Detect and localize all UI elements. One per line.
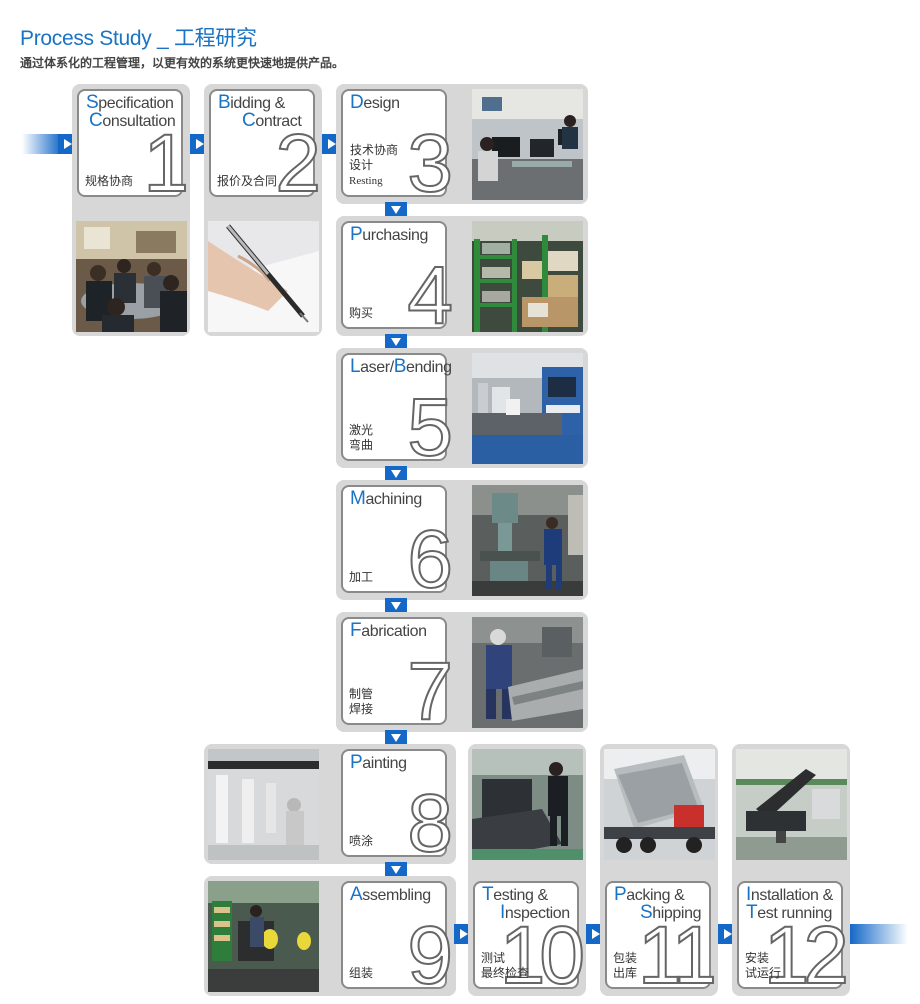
step-number: 8: [406, 778, 454, 869]
arrow-down-icon: [385, 730, 407, 746]
step-title: Fabrication: [350, 620, 427, 641]
step-cn-label: 喷涂: [349, 834, 374, 848]
step-title: Assembling: [350, 884, 431, 905]
step-title: Laser/Bending: [350, 356, 452, 377]
painting-booth-photo: [208, 749, 319, 860]
step-title: Installation &Test running: [746, 884, 833, 923]
office-meeting-photo: [76, 221, 187, 332]
milling-machine-photo: [472, 485, 583, 596]
step-title: Packing &Shipping: [614, 884, 702, 923]
step-number: 12: [763, 910, 850, 1001]
step-number: 5: [406, 382, 454, 473]
step-9-card[interactable]: 9 Assembling 组装: [341, 881, 454, 998]
laser-cutting-machine-photo: [472, 353, 583, 464]
step-number: 3: [406, 118, 454, 209]
step-cn-label: 安装试运行: [745, 951, 782, 980]
arrow-down-icon: [385, 202, 407, 218]
arrow-right-icon: [586, 924, 604, 944]
entry-arrow-tail: [22, 134, 62, 154]
step-cn-label: 制管焊接: [349, 687, 374, 716]
arrow-down-icon: [385, 334, 407, 350]
step-5-card[interactable]: 5 Laser/Bending 激光弯曲: [341, 353, 454, 470]
step-cn-label: 包装出库: [613, 951, 638, 980]
step-cn-label: 测试最终检查: [481, 951, 530, 980]
step-number: 11: [637, 910, 718, 1001]
step-title: Machining: [350, 488, 422, 509]
arrow-right-icon: [58, 134, 76, 154]
step-10-card[interactable]: 10 Testing &Inspection 测试最终检查: [473, 881, 586, 998]
arrow-down-icon: [385, 598, 407, 614]
step-title: Purchasing: [350, 224, 429, 245]
step-number: 7: [406, 646, 454, 737]
step-title: Painting: [350, 752, 407, 773]
arrow-right-icon: [190, 134, 208, 154]
step-cn-label: 加工: [349, 570, 374, 584]
step-2-card[interactable]: 2 Bidding &Contract 报价及合同: [209, 89, 322, 206]
welding-worker-photo: [472, 617, 583, 728]
shipping-truck-photo: [604, 749, 715, 860]
step-title: Bidding &Contract: [218, 92, 302, 131]
step-7-card[interactable]: 7 Fabrication 制管焊接: [341, 617, 454, 734]
page-title: Process Study _ 工程研究: [20, 27, 257, 50]
step-cn-label: 组装: [349, 966, 374, 980]
step-11-card[interactable]: 11 Packing &Shipping 包装出库: [605, 881, 718, 998]
page-subtitle: 通过体系化的工程管理，以更有效的系统更快速地提供产品。: [20, 56, 345, 70]
step-title: Design: [350, 92, 400, 113]
arrow-down-icon: [385, 466, 407, 482]
arrow-right-icon: [454, 924, 472, 944]
step-number: 10: [499, 910, 586, 1001]
warehouse-shelves-photo: [472, 221, 583, 332]
assembly-workshop-photo: [208, 881, 319, 992]
step-8-card[interactable]: 8 Painting 喷涂: [341, 749, 454, 866]
installed-conveyor-photo: [736, 749, 847, 860]
testing-inspection-photo: [472, 749, 583, 860]
step-cn-label: 报价及合同: [217, 174, 278, 188]
step-cn-label: 激光弯曲: [349, 423, 374, 452]
step-6-card[interactable]: 6 Machining 加工: [341, 485, 454, 602]
step-number: 4: [406, 250, 454, 341]
step-cn-label: 规格协商: [85, 174, 134, 188]
step-12-card[interactable]: 12 Installation &Test running 安装试运行: [737, 881, 850, 998]
step-4-card[interactable]: 4 Purchasing 购买: [341, 221, 454, 338]
step-cn-label: 购买: [349, 306, 374, 320]
design-office-photo: [472, 89, 583, 200]
step-number: 9: [406, 910, 454, 1001]
arrow-down-icon: [385, 862, 407, 878]
step-number: 1: [142, 118, 190, 209]
step-title: Testing &Inspection: [482, 884, 570, 923]
pen-signing-photo: [208, 221, 319, 332]
step-number: 6: [406, 514, 454, 605]
step-number: 2: [274, 118, 322, 209]
arrow-right-icon: [322, 134, 340, 154]
exit-arrow-tail: [850, 924, 908, 944]
arrow-right-icon: [718, 924, 736, 944]
